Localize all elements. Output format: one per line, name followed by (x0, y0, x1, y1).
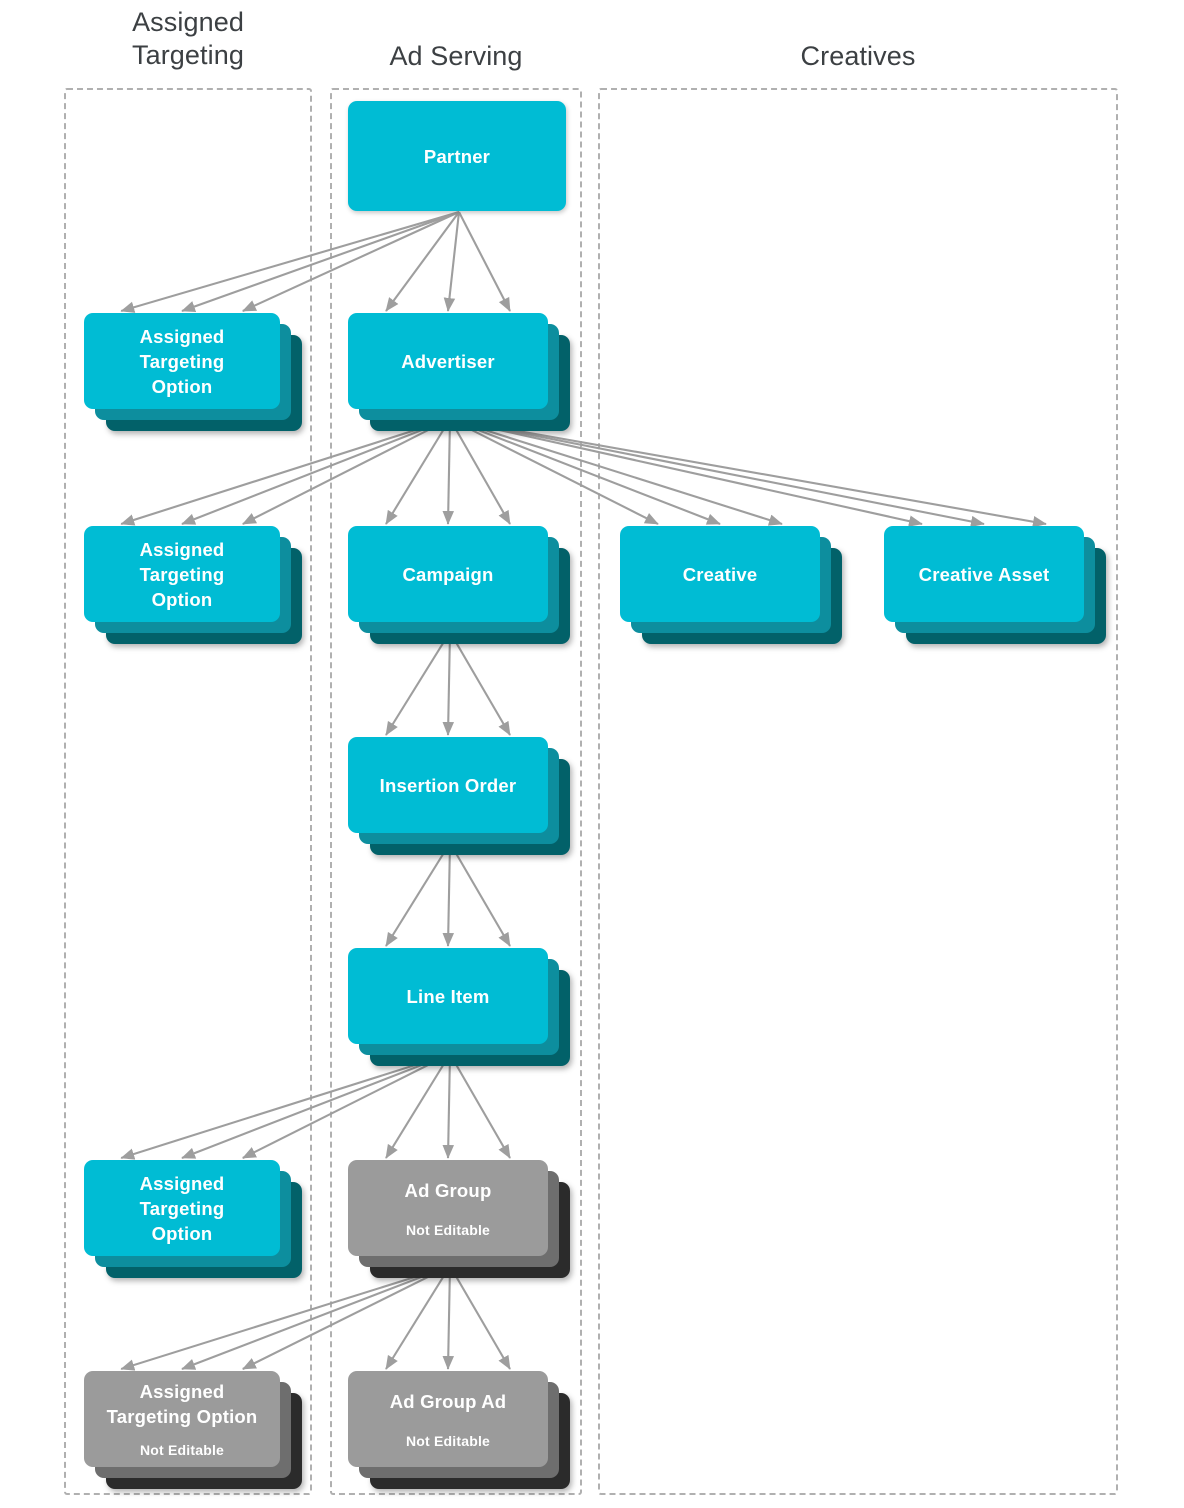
node-line-item[interactable]: Line Item (348, 948, 570, 1066)
node-insertion-order[interactable]: Insertion Order (348, 737, 570, 855)
node-advertiser[interactable]: Advertiser (348, 313, 570, 431)
node-not-editable-badge: Not Editable (139, 1442, 225, 1458)
node-card-creative[interactable]: Creative (620, 526, 820, 622)
column-title-line: Assigned (132, 7, 244, 37)
node-title: Advertiser (401, 350, 495, 372)
node-card-advertiser[interactable]: Advertiser (348, 313, 548, 409)
node-card-line-item[interactable]: Line Item (348, 948, 548, 1044)
node-card-ad-group-ad[interactable]: Ad Group Ad Not Editable (348, 1371, 548, 1467)
node-title: Creative Asset (918, 563, 1050, 585)
column-title-line: Targeting (132, 40, 244, 70)
column-title-line: Ad Serving (389, 41, 523, 71)
node-title-line: Targeting (139, 563, 225, 585)
node-title: Ad Group Ad (389, 1390, 507, 1412)
node-title-line: Option (151, 588, 213, 610)
node-title: Campaign (402, 563, 494, 585)
node-not-editable-badge: Not Editable (405, 1221, 491, 1238)
column-frame-creatives (598, 88, 1118, 1495)
node-title-line: Assigned (139, 1381, 225, 1402)
node-title: Partner (423, 145, 491, 167)
column-frame-ad-serving (330, 88, 582, 1495)
node-title: Line Item (406, 985, 490, 1007)
node-not-editable-badge: Not Editable (405, 1432, 491, 1449)
node-title-line: Targeting Option (106, 1406, 258, 1427)
node-creative[interactable]: Creative (620, 526, 842, 644)
node-card-campaign[interactable]: Campaign (348, 526, 548, 622)
node-title-line: Assigned (139, 1172, 225, 1194)
node-title-line: Option (151, 1222, 213, 1244)
node-creative-asset[interactable]: Creative Asset (884, 526, 1106, 644)
node-card-creative-asset[interactable]: Creative Asset (884, 526, 1084, 622)
column-title-ad-serving: Ad Serving (330, 40, 582, 73)
node-title-line: Targeting (139, 1197, 225, 1219)
node-title: Creative (682, 563, 758, 585)
node-title: Ad Group (404, 1179, 492, 1201)
node-title-line: Targeting (139, 350, 225, 372)
node-title-line: Option (151, 375, 213, 397)
node-title-line: Assigned (139, 538, 225, 560)
node-card-insertion-order[interactable]: Insertion Order (348, 737, 548, 833)
column-title-creatives: Creatives (598, 40, 1118, 73)
node-title-line: Assigned (139, 325, 225, 347)
node-title: Insertion Order (379, 774, 517, 796)
column-title-line: Creatives (800, 41, 916, 71)
node-partner[interactable]: Partner (348, 101, 588, 233)
column-frame-assigned-targeting (64, 88, 312, 1495)
node-campaign[interactable]: Campaign (348, 526, 570, 644)
node-ad-group-ad[interactable]: Ad Group Ad Not Editable (348, 1371, 570, 1489)
node-card-partner[interactable]: Partner (348, 101, 566, 211)
